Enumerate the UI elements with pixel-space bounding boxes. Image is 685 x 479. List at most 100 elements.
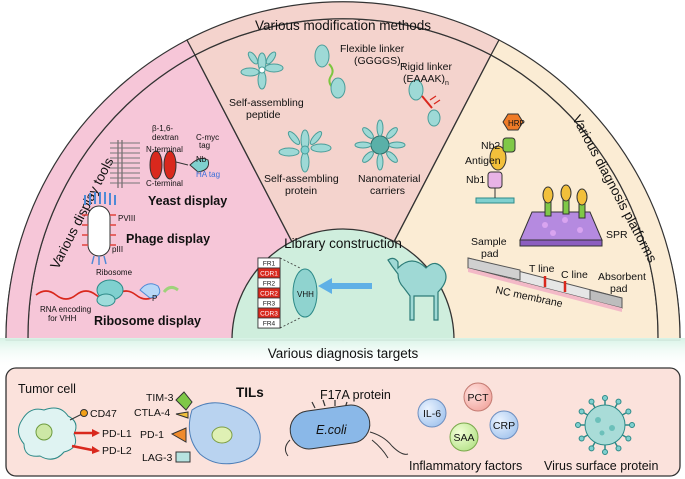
virus-spike-head (575, 422, 581, 428)
virus-spike-head (615, 445, 622, 452)
vhh-region-label: FR1 (263, 261, 276, 268)
vhh-region-label: CDR3 (260, 311, 278, 318)
self-assembling-peptide-label: Self-assembling (229, 97, 304, 109)
tumor-ligands (69, 409, 100, 454)
il6-label: IL-6 (423, 408, 441, 420)
cd47-label: CD47 (90, 408, 117, 420)
virus-spike-head (625, 435, 632, 442)
til-cell-icon (188, 402, 261, 465)
hrp-icon (502, 113, 524, 131)
pct-balloon (463, 382, 493, 412)
nb-yeast-icon (189, 157, 209, 173)
vhh-region-label: FR3 (263, 301, 276, 308)
beta-label: β-1,6- (152, 124, 173, 133)
f17a-label: F17A protein (320, 388, 391, 402)
nb1-icon (487, 171, 503, 189)
sandwich-elisa-icon (475, 113, 524, 204)
pd1-label: PD-1 (140, 429, 164, 441)
nanomaterial-carrier-icon (354, 119, 406, 171)
pd1-icon (170, 427, 187, 443)
pdl1-label: PD-L1 (102, 428, 132, 440)
crp-label: CRP (493, 420, 515, 432)
nb2-icon (502, 137, 516, 153)
yeast-display-group: Nb β-1,6- dextran N-terminal C-terminal … (110, 124, 227, 208)
nanomaterial-label: Nanomaterial (358, 173, 420, 185)
absorbent-pad-label: Absorbent (598, 271, 646, 283)
self-assembling-peptide-label-2: peptide (246, 109, 281, 121)
virus-spike-head (602, 449, 608, 455)
cmyc-label: C-myc (196, 133, 219, 142)
rna-label: RNA encoding (40, 305, 91, 314)
virus-spike-head (629, 422, 635, 428)
pdl2-icon (92, 446, 100, 454)
pdl1-icon (92, 429, 100, 437)
nb1-label: Nb1 (466, 174, 485, 186)
rigid-linker-seq: (EAAAK)n (403, 73, 449, 87)
antigen-label: Antigen (465, 155, 501, 167)
hrp-label: HRP (508, 119, 525, 128)
saa-label: SAA (453, 432, 474, 444)
crp-balloon (489, 410, 519, 440)
p-label: P (152, 294, 157, 303)
targets-title: Various diagnosis targets (268, 346, 419, 361)
pdl2-label: PD-L2 (102, 445, 132, 457)
t-line-label: T line (529, 263, 555, 275)
rna-label-2: for VHH (48, 314, 77, 323)
flexible-linker-seq: (GGGGS)n (354, 55, 405, 69)
vhh-ellipse-icon (279, 257, 318, 329)
ecoli-icon (284, 399, 409, 459)
library-title: Library construction (284, 236, 402, 251)
lag3-label: LAG-3 (142, 452, 173, 464)
tils-label: TILs (236, 385, 264, 400)
sample-pad-label: Sample (471, 236, 507, 248)
virus-spike-head (578, 435, 585, 442)
til-receptors (170, 391, 193, 463)
nterminal-label: N-terminal (146, 145, 183, 154)
nb2-label: Nb2 (481, 140, 500, 152)
antigen-icon (489, 145, 507, 171)
virus-spike-head (615, 398, 622, 405)
ribosome-label: Ribosome (96, 268, 133, 277)
virus-icon (575, 395, 635, 455)
virus-spike-head (625, 408, 632, 415)
nanomaterial-label-2: carriers (370, 185, 405, 197)
yeast-display-label: Yeast display (148, 194, 227, 208)
c-line-label: C line (561, 269, 588, 281)
mrna-strand (35, 290, 157, 300)
virus-spike-head (578, 408, 585, 415)
lateral-flow-strip-icon (467, 257, 623, 312)
lag3-icon (175, 451, 191, 463)
saa-balloon (449, 422, 479, 452)
modification-title: Various modification methods (255, 18, 431, 33)
flexible-linker-icon (314, 44, 346, 99)
cterminal-label: C-terminal (146, 179, 183, 188)
spr-label: SPR (606, 229, 628, 241)
virus-spike-head (588, 445, 595, 452)
cd47-icon (80, 409, 88, 417)
vhh-region-label: CDR2 (260, 291, 278, 298)
cmyc-tag-label: tag (199, 141, 210, 150)
vhh-label: VHH (297, 290, 314, 299)
absorbent-pad-label-2: pad (610, 283, 628, 295)
self-assembling-protein-label: Self-assembling (264, 173, 339, 185)
ribosome-display-label: Ribosome display (94, 314, 201, 328)
vhh-region-fr4 (257, 317, 281, 329)
phage-display-group: PVIII pIII Phage display (82, 192, 210, 265)
self-assembling-peptide-icon (240, 51, 284, 90)
pct-label: PCT (468, 392, 490, 404)
self-assembling-protein-label-2: protein (285, 185, 317, 197)
spr-chip-icon (519, 184, 603, 247)
ribosome-display-group: P Ribosome RNA encoding for VHH Ribosome… (35, 268, 201, 328)
ha-tag-label: HA tag (196, 170, 220, 179)
il6-balloon (417, 398, 447, 428)
virus-spike-head (588, 398, 595, 405)
vhh-region-label: CDR1 (260, 271, 278, 278)
vhh-region-label: FR2 (263, 281, 276, 288)
nb-label: Nb (196, 155, 207, 164)
virus-spike-head (602, 395, 608, 401)
sample-pad-label-2: pad (481, 248, 499, 260)
plate-surface (475, 197, 515, 204)
